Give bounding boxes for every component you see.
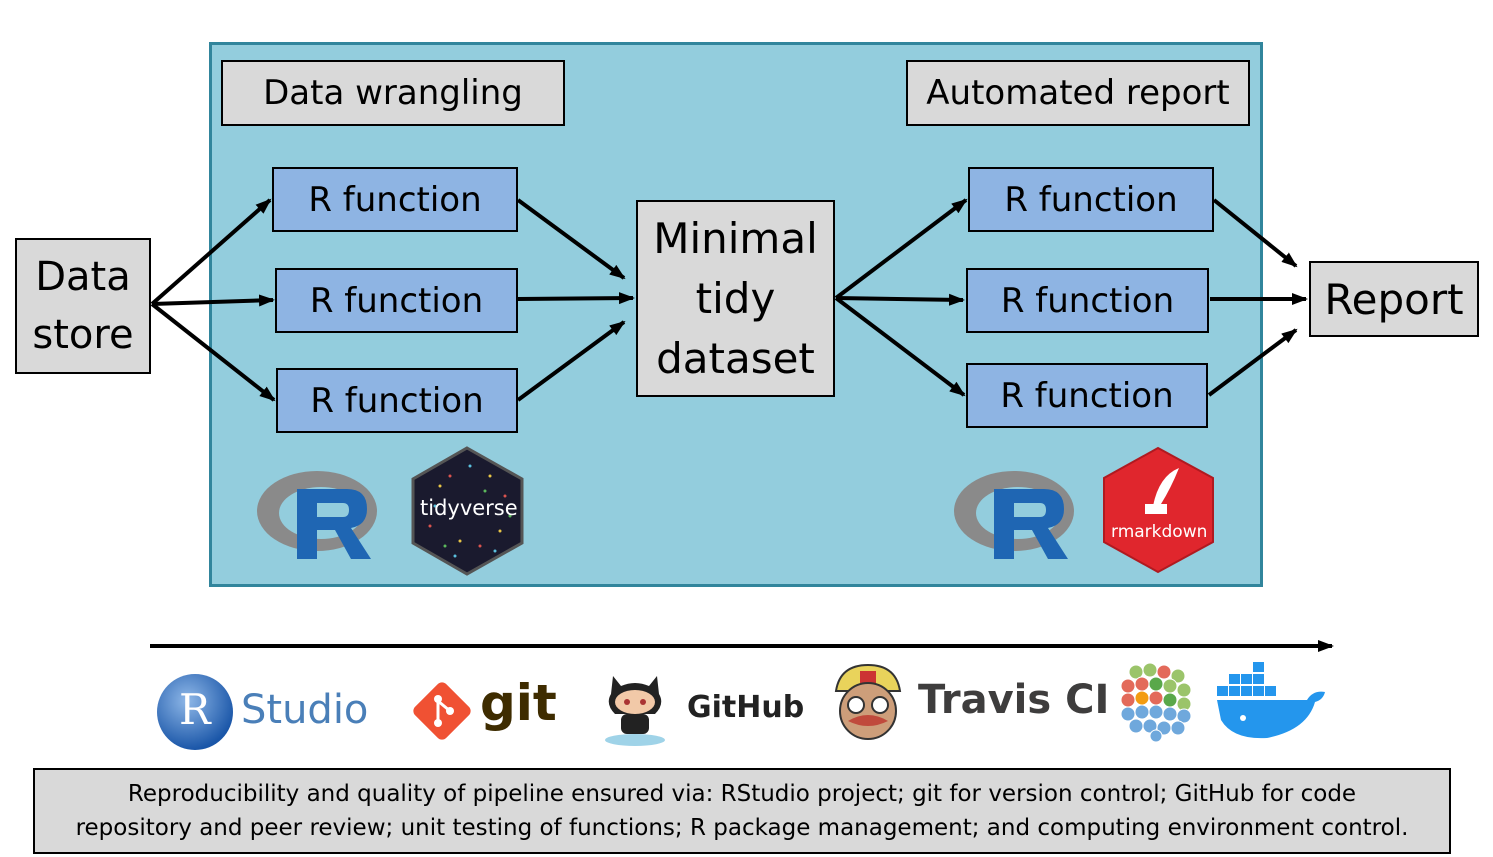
arrow-func1-to-tidy <box>516 198 626 280</box>
automated-report-title: Automated report <box>906 60 1250 126</box>
travis-logo: Travis CI <box>826 659 1109 744</box>
rmarkdown-label: rmarkdown <box>1111 522 1208 542</box>
report-box: Report <box>1309 261 1479 337</box>
docker-whale-icon <box>1217 662 1325 739</box>
wrangling-function-1: R function <box>272 167 518 232</box>
wrangling-function-3: R function <box>276 368 518 433</box>
tidyverse-label: tidyverse <box>420 496 518 520</box>
git-label: git <box>480 674 557 732</box>
travis-mascot-icon <box>834 663 902 740</box>
r-logo-icon-2 <box>954 471 1074 559</box>
report-function-1: R function <box>968 167 1214 232</box>
tidy-dataset-label: Minimal tidy dataset <box>653 213 818 383</box>
arrow-store-to-func1 <box>150 198 272 306</box>
travis-label: Travis CI <box>918 677 1110 723</box>
data-store-box: Data store <box>15 238 151 374</box>
git-logo: git <box>410 674 560 746</box>
tidy-dataset-box: Minimal tidy dataset <box>636 200 835 397</box>
arrow-tidy-to-rfunc1 <box>834 198 968 300</box>
footer-caption: Reproducibility and quality of pipeline … <box>33 768 1451 854</box>
package-hexgrid-icon <box>1120 662 1192 742</box>
footer-line-1: Reproducibility and quality of pipeline … <box>127 781 1357 807</box>
rstudio-ball-icon <box>157 674 233 750</box>
data-wrangling-title: Data wrangling <box>221 60 565 126</box>
octocat-icon <box>605 676 665 746</box>
arrow-tidy-to-rfunc3 <box>834 296 966 397</box>
arrow-rfunc3-to-report <box>1207 328 1298 397</box>
tidyverse-hex-icon: tidyverse <box>410 446 525 576</box>
git-diamond-icon <box>413 682 471 740</box>
arrow-func2-to-tidy <box>517 292 635 305</box>
arrow-store-to-func2 <box>151 294 275 307</box>
arrow-tidy-to-rfunc2 <box>835 293 965 306</box>
rstudio-logo: R Studio <box>155 673 395 751</box>
footer-line-2: repository and peer review; unit testing… <box>75 815 1409 841</box>
wrangling-function-2: R function <box>275 268 518 333</box>
rstudio-label: Studio <box>241 687 369 733</box>
arrow-func3-to-tidy <box>516 320 626 402</box>
arrow-rfunc1-to-report <box>1212 198 1298 268</box>
report-function-3: R function <box>966 363 1208 428</box>
r-logo-icon <box>257 471 377 559</box>
rmarkdown-hex-icon: rmarkdown <box>1101 446 1216 574</box>
arrow-store-to-func3 <box>150 302 276 402</box>
rstudio-r-letter: R <box>179 685 211 734</box>
github-logo: GitHub <box>593 664 804 749</box>
report-function-2: R function <box>966 268 1209 333</box>
github-label: GitHub <box>687 690 805 725</box>
data-store-label: Data store <box>32 254 134 358</box>
